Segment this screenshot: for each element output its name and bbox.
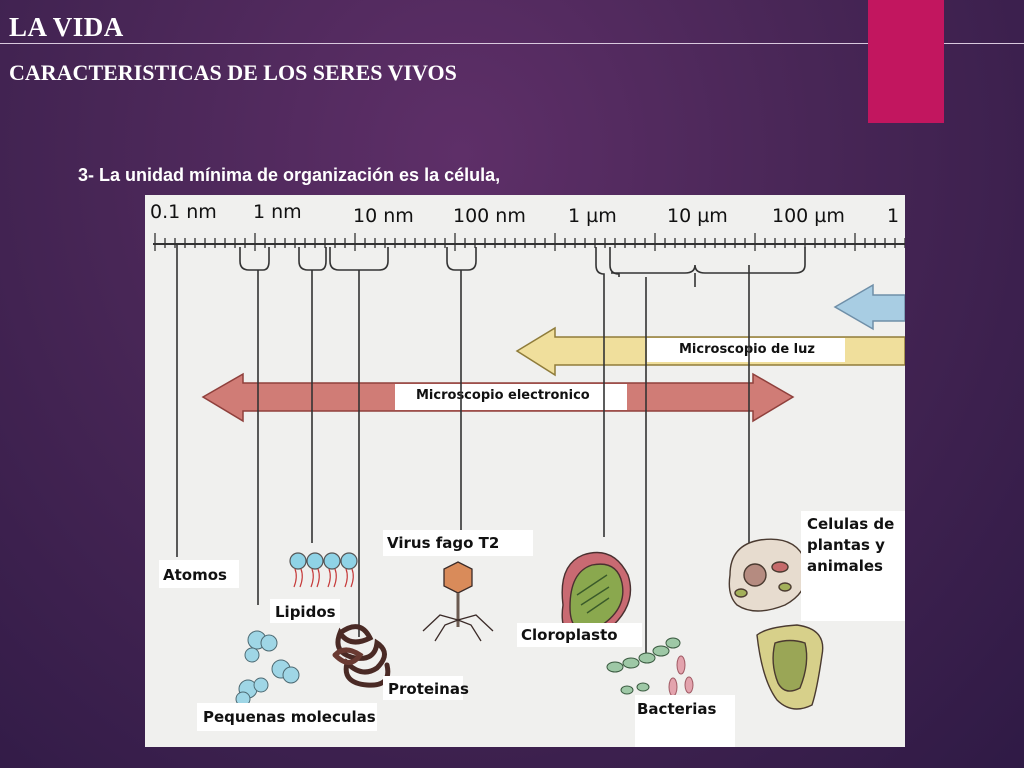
size-scale-figure: 0.1 nm 1 nm 10 nm 100 nm 1 µm 10 µm 100 … (145, 195, 905, 747)
lipid-illustration (289, 552, 358, 588)
proteinas-label: Proteinas (388, 680, 469, 698)
slide-title: LA VIDA (9, 12, 124, 42)
virus-label: Virus fago T2 (387, 534, 499, 552)
scale-label-0.1nm: 0.1 nm (150, 201, 217, 223)
electron-microscope-label-box (395, 384, 627, 410)
scale-label-100nm: 100 nm (453, 205, 526, 227)
ruler (153, 233, 905, 251)
chloroplast-illustration (561, 551, 632, 640)
bacteria-illustration (606, 637, 694, 697)
title-divider (0, 43, 1024, 44)
scale-label-1um: 1 µm (568, 205, 617, 227)
celulas-label-line3: animales (807, 557, 883, 575)
left-range-arrow (833, 283, 905, 331)
cell-illustration (728, 538, 824, 710)
statement-text: 3- La unidad mínima de organización es l… (78, 165, 501, 185)
scale-label-10nm: 10 nm (353, 205, 414, 227)
slide-subtitle: CARACTERISTICAS DE LOS SERES VIVOS (9, 60, 457, 85)
atomos-label: Atomos (163, 566, 227, 584)
atomos-illustration (159, 560, 239, 588)
scale-label-1: 1 (887, 205, 899, 227)
virus-illustration (422, 561, 494, 642)
electron-microscope-label: Microscopio electronico (416, 388, 590, 403)
pequenas-moleculas-label: Pequenas moleculas (203, 708, 376, 726)
scale-label-1nm: 1 nm (253, 201, 302, 223)
bacterias-label: Bacterias (637, 700, 716, 718)
scale-label-10um: 10 µm (667, 205, 728, 227)
indicator-lines (176, 244, 806, 655)
scale-label-100um: 100 µm (772, 205, 845, 227)
celulas-label-line1: Celulas de (807, 515, 894, 533)
accent-block (868, 0, 944, 123)
protein-illustration (332, 624, 391, 688)
light-microscope-label-box (647, 338, 845, 362)
cloroplasto-label: Cloroplasto (521, 626, 618, 644)
light-microscope-label: Microscopio de luz (679, 342, 815, 357)
size-scale-diagram: 0.1 nm 1 nm 10 nm 100 nm 1 µm 10 µm 100 … (150, 201, 905, 747)
lipidos-label: Lipidos (275, 603, 336, 621)
small-molecules-illustration (235, 630, 300, 707)
celulas-label-line2: plantas y (807, 536, 885, 554)
